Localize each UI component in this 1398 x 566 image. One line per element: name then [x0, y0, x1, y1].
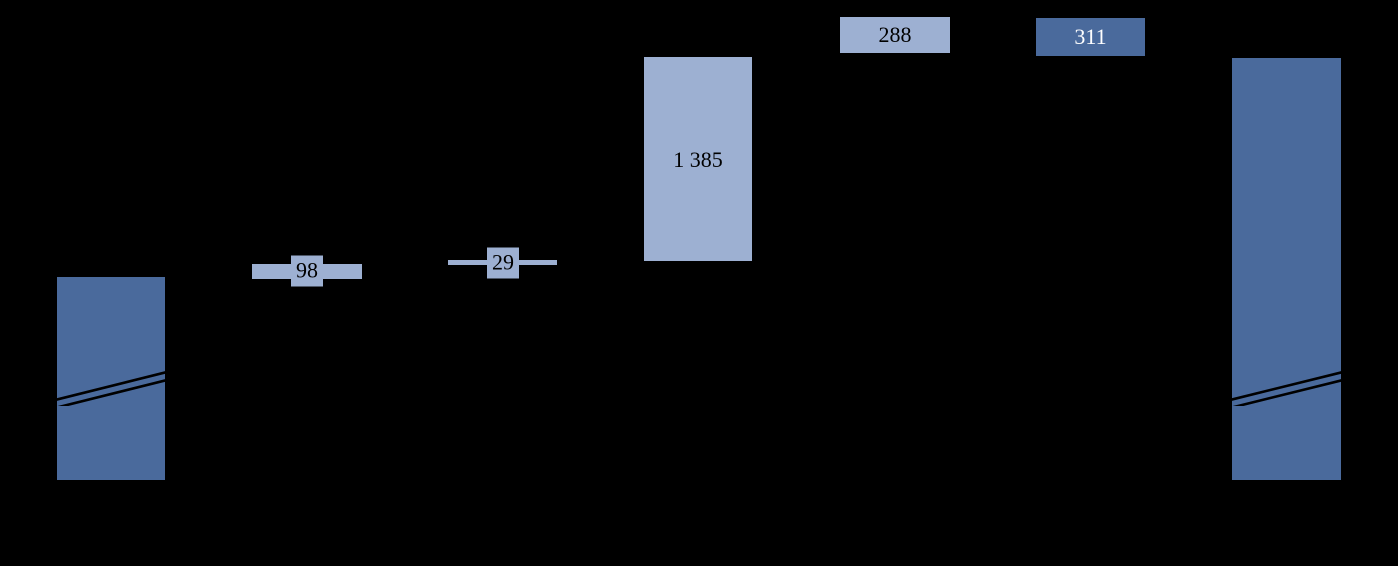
axis-break-icon [1232, 360, 1341, 406]
axis-break-icon [57, 360, 165, 406]
legend-label-288: 288 [878, 22, 912, 47]
legend-item-311[interactable]: 311 [1036, 18, 1145, 56]
bar-start-total[interactable] [57, 277, 165, 480]
bar-label-1385: 1 385 [673, 147, 723, 172]
bar-end-total[interactable] [1232, 58, 1341, 480]
bar-label-29: 29 [487, 247, 519, 279]
legend-item-288[interactable]: 288 [840, 17, 950, 53]
legend-label-311: 311 [1074, 24, 1107, 49]
bar-delta-1385[interactable]: 1 385 [644, 57, 752, 261]
bar-label-98: 98 [291, 255, 323, 287]
